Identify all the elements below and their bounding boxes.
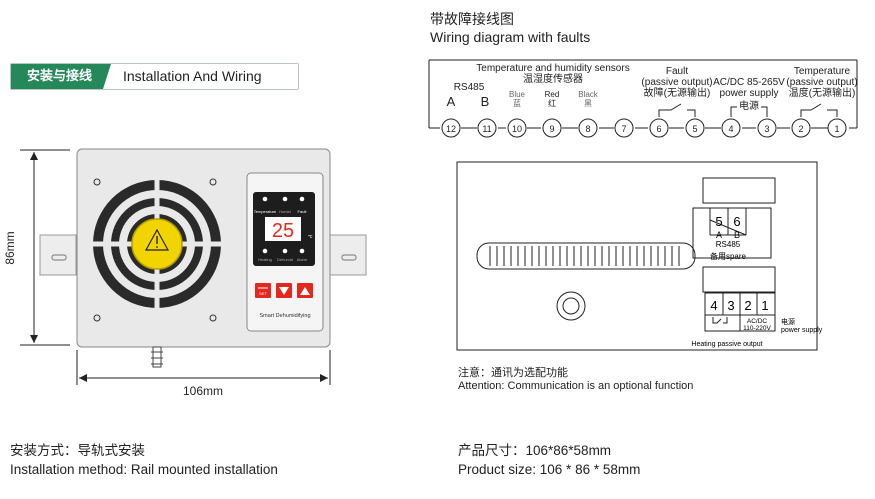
- terminal-label: 10: [512, 124, 522, 134]
- back-terminal-b: B: [734, 230, 740, 240]
- temp-label-2: (passive output): [786, 77, 857, 88]
- back-terminal-5: 5: [715, 214, 722, 229]
- blue-en: Blue: [509, 90, 526, 99]
- terminal-8: [578, 118, 598, 138]
- rs485-b: B: [481, 94, 490, 109]
- temp-label-1: Temperature: [794, 66, 851, 77]
- wiring-diagram: 12 11 10 9 8 7 6 5 4 3 2 1 RS485 A B Tem…: [428, 59, 858, 138]
- note-en: Attention: Communication is an optional …: [458, 380, 694, 392]
- temp-indicator-label: Temperature: [254, 209, 277, 214]
- terminal-10: [507, 118, 527, 138]
- width-dimension: 106mm: [183, 384, 223, 398]
- terminal-6: [649, 118, 669, 138]
- product-size-cn: 产品尺寸：106*86*58mm: [458, 443, 612, 458]
- terminal-5: [685, 118, 705, 138]
- note: 注意：通讯为选配功能 Attention: Communication is a…: [458, 367, 693, 393]
- terminal-label: 9: [549, 124, 554, 134]
- back-terminal-6: 6: [733, 214, 740, 229]
- set-button-label: SET: [259, 291, 267, 296]
- back-power-cn: 电源: [781, 317, 795, 326]
- height-dimension: 86mm: [3, 231, 17, 264]
- section-title-en: Installation And Wiring: [123, 68, 262, 84]
- wiring-title-cn: 带故障接线图: [430, 11, 514, 27]
- fault-indicator-label: Fault: [298, 209, 308, 214]
- terminal-11: [477, 118, 497, 138]
- sensor-label-en: Temperature and humidity sensors: [476, 63, 629, 74]
- back-acdc: AC/DC: [747, 318, 768, 325]
- terminal-label: 8: [585, 124, 590, 134]
- back-power-en: power supply: [781, 327, 823, 334]
- fan-grille: [93, 180, 221, 308]
- terminal-3: [757, 118, 777, 138]
- product-size-en: Product size: 106 * 86 * 58mm: [458, 462, 641, 477]
- controller-panel: Temperature Humid Fault 25 ℃ Heating Deh…: [246, 172, 324, 332]
- back-terminal-a: A: [716, 230, 722, 240]
- blue-cn: 蓝: [513, 98, 521, 108]
- heat-indicator-label: Heating: [258, 257, 272, 262]
- rs485-a: A: [447, 94, 456, 109]
- install-method-en: Installation method: Rail mounted instal…: [10, 462, 278, 477]
- fault-label-cn: 故障(无源输出): [644, 86, 711, 99]
- back-terminal-3: 3: [727, 298, 734, 313]
- terminal-label: 5: [692, 124, 697, 134]
- wiring-title-en: Wiring diagram with faults: [430, 29, 591, 45]
- power-label-cn: 电源: [739, 99, 759, 112]
- display-unit: ℃: [308, 234, 313, 239]
- device-brand: Smart Dehumidifying: [259, 313, 310, 319]
- install-method-cn: 安装方式：导轨式安装: [10, 443, 145, 458]
- terminal-label: 7: [621, 124, 626, 134]
- display-readout: 25: [272, 220, 294, 242]
- fault-label-1: Fault: [666, 66, 688, 77]
- back-terminal-2: 2: [744, 298, 751, 313]
- terminal-7: [614, 118, 634, 138]
- rs485-label: RS485: [454, 82, 485, 93]
- terminal-12: [441, 118, 461, 138]
- back-terminal-1: 1: [761, 298, 768, 313]
- terminal-label: 4: [728, 124, 733, 134]
- terminal-row: [441, 118, 847, 138]
- power-label-2: power supply: [720, 88, 779, 99]
- terminal-label: 3: [764, 124, 769, 134]
- back-heating-label: Heating passive output: [691, 341, 762, 348]
- terminal-9: [542, 118, 562, 138]
- product-size: 产品尺寸：106*86*58mm Product size: 106 * 86 …: [458, 441, 640, 479]
- black-cn: 黑: [584, 99, 592, 108]
- back-panel-drawing: 5 6 A B RS485 备用spare 4 3 2 1 AC/DC 110-…: [456, 161, 823, 351]
- alarm-indicator-label: Alarm: [297, 257, 308, 262]
- note-cn: 注意：通讯为选配功能: [458, 367, 568, 379]
- vent-slots: [476, 242, 696, 270]
- back-spare: 备用spare: [710, 251, 747, 261]
- terminal-label: 12: [446, 124, 456, 134]
- temp-label-cn: 温度(无源输出): [789, 86, 856, 99]
- terminal-label: 1: [834, 124, 839, 134]
- set-button[interactable]: [255, 283, 271, 298]
- terminal-label: 2: [798, 124, 803, 134]
- terminal-label: 6: [656, 124, 661, 134]
- section-tag-cn: 安装与接线: [11, 64, 111, 89]
- terminal-label: 11: [482, 124, 491, 134]
- terminal-4: [721, 118, 741, 138]
- terminal-1: [827, 118, 847, 138]
- back-voltage: 110-220V: [743, 325, 771, 332]
- down-arrow-icon: [279, 287, 289, 295]
- red-en: Red: [545, 90, 560, 99]
- device-drawing: Temperature Humid Fault 25 ℃ Heating Deh…: [3, 148, 367, 398]
- install-method: 安装方式：导轨式安装 Installation method: Rail mou…: [10, 441, 278, 479]
- up-arrow-icon: [300, 287, 310, 295]
- section-banner: 安装与接线 Installation And Wiring: [10, 63, 299, 90]
- back-rs485: RS485: [716, 240, 741, 249]
- dehumid-indicator-label: Dehumid: [277, 257, 293, 262]
- power-label-1: AC/DC 85-265V: [713, 77, 785, 88]
- sensor-label-cn: 温湿度传感器: [523, 72, 583, 85]
- back-terminal-4: 4: [710, 298, 717, 313]
- humid-indicator-label: Humid: [279, 209, 291, 214]
- black-en: Black: [578, 90, 599, 99]
- warning-icon: [144, 228, 170, 251]
- terminal-2: [791, 118, 811, 138]
- red-cn: 红: [548, 98, 556, 108]
- fault-label-2: (passive output): [641, 77, 712, 88]
